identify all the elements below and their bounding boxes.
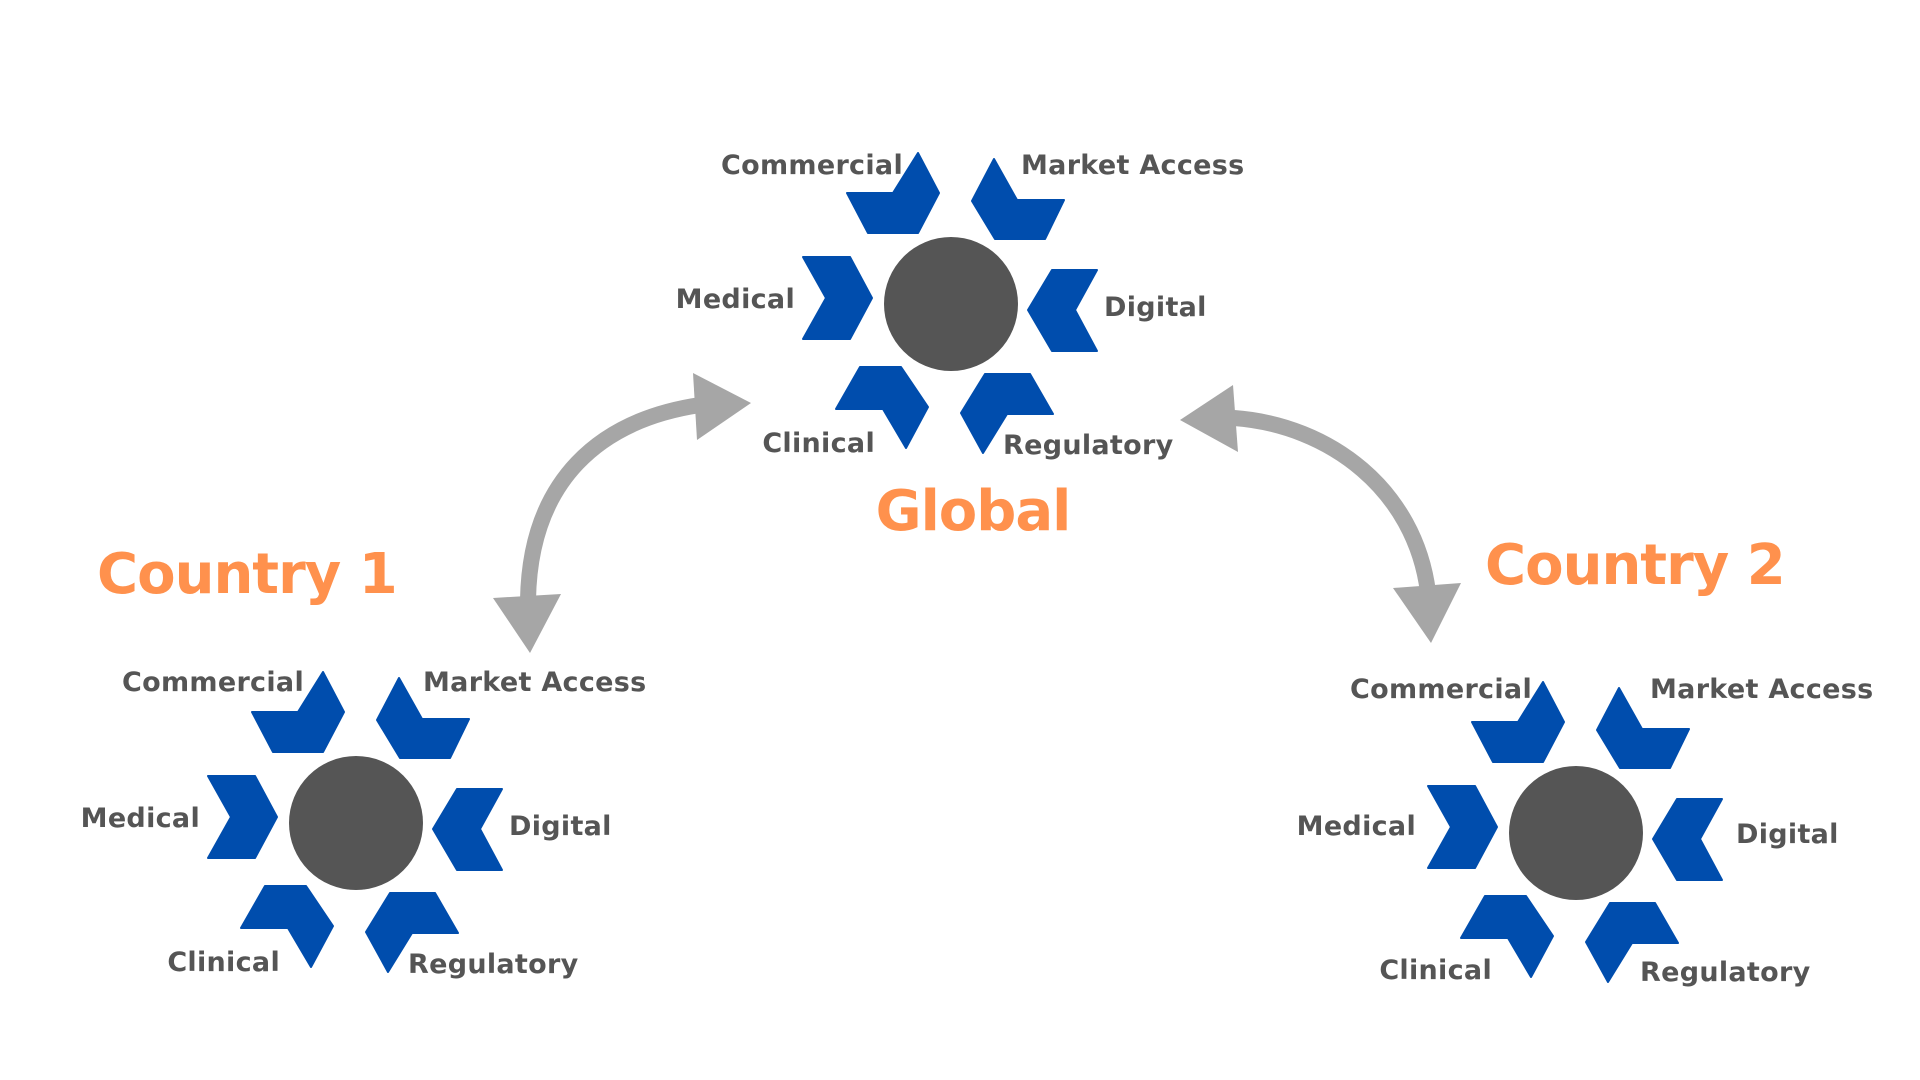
arrow-head-to-country-2 [1393,583,1461,643]
label-regulatory: Regulatory [1640,957,1811,988]
chevron-clinical-icon [240,885,334,968]
label-commercial: Commercial [122,667,304,698]
title-country-1: Country 1 [97,542,397,607]
chevron-medical-icon [802,256,873,340]
label-commercial: Commercial [1350,674,1532,705]
label-clinical: Clinical [1379,955,1492,986]
chevron-regulatory-icon [1585,902,1679,983]
label-clinical: Clinical [167,947,280,978]
label-digital: Digital [1736,819,1839,850]
arrow-head-to-country-1 [493,594,561,653]
arrow-head-to-global [693,373,751,440]
chevron-medical-icon [1427,785,1498,869]
label-medical: Medical [81,803,200,834]
cluster-country-1: Commercial Market Access Medical Digital… [81,667,647,980]
arrow-shaft [1233,410,1436,594]
chevron-commercial-icon [251,671,345,753]
hub-circle [1509,766,1643,900]
chevron-commercial-icon [846,152,940,234]
chevron-regulatory-icon [960,373,1054,454]
hub-circle [289,756,423,890]
label-regulatory: Regulatory [1003,430,1174,461]
hub-circle [884,237,1018,371]
label-clinical: Clinical [762,428,875,459]
label-medical: Medical [1297,811,1416,842]
label-market-access: Market Access [423,667,647,698]
chevron-digital-icon [1027,269,1098,352]
chevron-commercial-icon [1471,681,1565,763]
chevron-market-access-icon [971,158,1065,240]
chevron-market-access-icon [376,677,470,759]
chevron-digital-icon [1652,798,1723,881]
cluster-country-2: Commercial Market Access Medical Digital… [1297,674,1874,988]
label-digital: Digital [1104,292,1207,323]
chevron-market-access-icon [1596,687,1690,769]
chevron-regulatory-icon [365,892,459,973]
label-digital: Digital [509,811,612,842]
label-market-access: Market Access [1650,674,1874,705]
chevron-clinical-icon [1460,895,1554,978]
label-market-access: Market Access [1021,150,1245,181]
label-commercial: Commercial [721,150,903,181]
arrow-global-country-2 [1180,385,1461,643]
chevron-digital-icon [432,788,503,871]
cluster-global: Commercial Market Access Medical Digital… [676,150,1245,461]
label-regulatory: Regulatory [408,949,579,980]
arrow-global-country-1 [493,373,751,653]
chevron-medical-icon [207,775,278,859]
arrow-head-to-global [1180,385,1238,452]
label-medical: Medical [676,284,795,315]
chevron-clinical-icon [835,366,929,449]
arrow-shaft [520,397,702,601]
title-country-2: Country 2 [1485,533,1785,598]
title-global: Global [876,479,1071,544]
